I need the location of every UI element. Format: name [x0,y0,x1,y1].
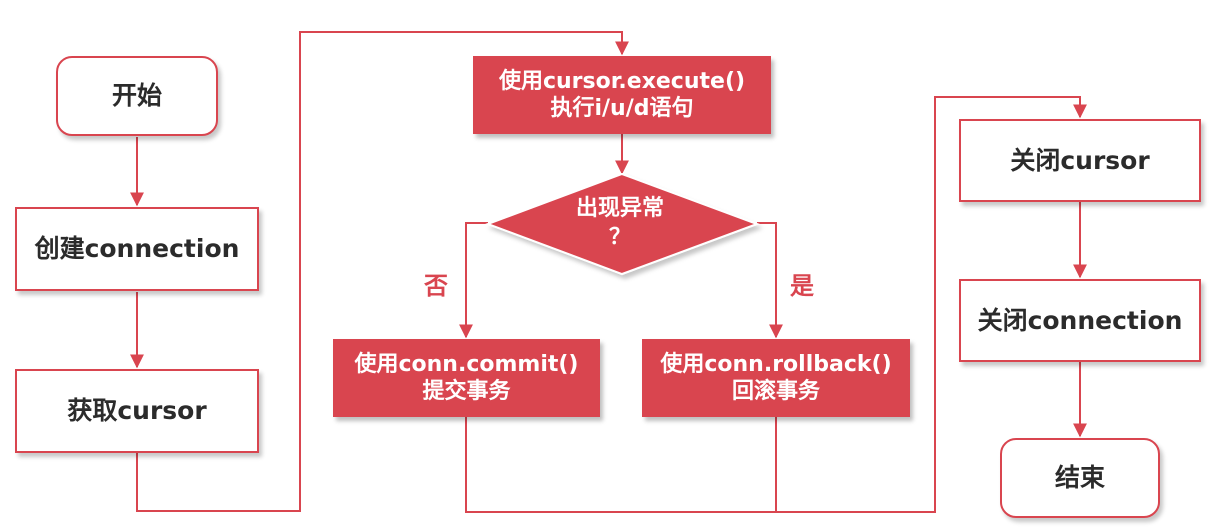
close-cursor-label: 关闭cursor [1010,145,1150,175]
decision-label-line2: ？ [608,225,631,250]
get-cursor-node: 获取cursor [15,369,259,453]
commit-label-line2: 提交事务 [422,379,511,404]
branch-yes-label: 是 [790,272,814,300]
arrow-cursor-to-execute [136,31,629,512]
decision-diamond [485,172,760,276]
arrow-decision-to-rollback [757,222,783,339]
create-connection-node: 创建connection [15,207,259,291]
end-label: 结束 [1054,463,1105,493]
decision-label-line1: 出现异常 [575,196,664,222]
rollback-label-line1: 使用conn.rollback() [660,351,892,377]
arrow-commit-to-close-cursor [465,96,1087,513]
get-cursor-label: 获取cursor [67,396,207,426]
branch-no-label: 否 [424,272,448,300]
execute-label-line2: 执行i/u/d语句 [550,96,694,121]
close-connection-label: 关闭connection [977,305,1183,335]
create-connection-label: 创建connection [34,234,240,264]
start-label: 开始 [111,81,162,111]
commit-node: 使用conn.commit() 提交事务 [333,339,600,417]
execute-node: 使用cursor.execute() 执行i/u/d语句 [473,56,771,134]
rollback-node: 使用conn.rollback() 回滚事务 [642,339,910,417]
decision-label: 出现异常 ？ [480,190,760,258]
end-node: 结束 [1000,438,1160,518]
execute-label-line1: 使用cursor.execute() [498,68,746,94]
start-node: 开始 [56,56,218,136]
rollback-label-line2: 回滚事务 [731,379,820,404]
close-cursor-node: 关闭cursor [959,119,1201,202]
close-connection-node: 关闭connection [959,279,1201,362]
commit-label-line1: 使用conn.commit() [354,351,579,377]
arrow-decision-to-commit [459,222,488,339]
